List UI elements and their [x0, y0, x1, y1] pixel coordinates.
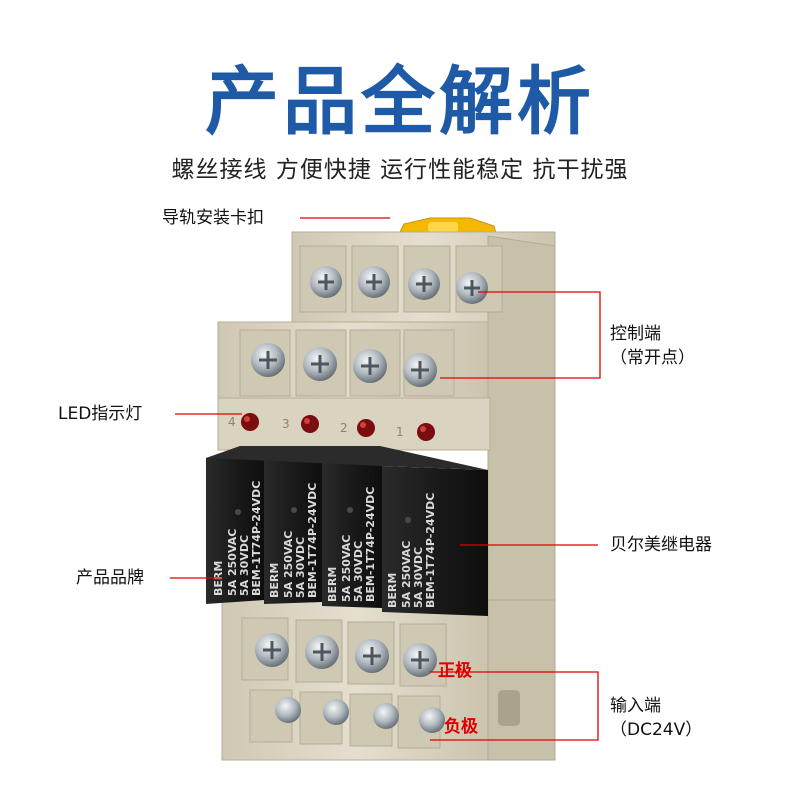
relay-print-line1: 5A 250VAC [340, 535, 353, 602]
channel-numbers: 4 3 2 1 [228, 415, 404, 439]
relay-print-brand: BERM [268, 563, 281, 598]
callout-lines [170, 217, 601, 741]
relays [206, 446, 488, 616]
relay-print-brand: BERM [326, 567, 339, 602]
relay-print-2: BERM 5A 250VAC 5A 30VDC BEM-1T74P-24VDC [268, 483, 319, 598]
upper-back-terminals [299, 245, 503, 313]
label-control-terminal-sub: （常开点） [610, 348, 695, 368]
relay-print-line2: 5A 30VDC [238, 535, 251, 596]
relay-print-brand: BERM [386, 573, 399, 608]
relay-print-line2: 5A 30VDC [294, 537, 307, 598]
upper-front-terminals [239, 329, 455, 397]
relay-print-line1: 5A 250VAC [226, 529, 239, 596]
relay-print-model: BEM-1T74P-24VDC [424, 493, 437, 608]
relay-print-model: BEM-1T74P-24VDC [364, 487, 377, 602]
label-led: LED指示灯 [58, 404, 143, 424]
relay-print-model: BEM-1T74P-24VDC [250, 481, 263, 596]
label-rail-clip: 导轨安装卡扣 [162, 208, 264, 228]
label-input-terminal-sub: （DC24V） [610, 720, 703, 740]
relay-print-model: BEM-1T74P-24VDC [306, 483, 319, 598]
label-brand: 产品品牌 [76, 568, 144, 588]
led-indicators [241, 413, 435, 441]
relay-print-3: BERM 5A 250VAC 5A 30VDC BEM-1T74P-24VDC [326, 487, 377, 602]
relay-print-1: BERM 5A 250VAC 5A 30VDC BEM-1T74P-24VDC [212, 481, 263, 596]
relay-print-line2: 5A 30VDC [412, 547, 425, 608]
lower-terminals [241, 617, 447, 749]
label-control-terminal: 控制端 [610, 324, 661, 344]
relay-print-line1: 5A 250VAC [282, 531, 295, 598]
relay-print-line1: 5A 250VAC [400, 541, 413, 608]
channel-number-3: 3 [282, 417, 290, 431]
relay-print-4: BERM 5A 250VAC 5A 30VDC BEM-1T74P-24VDC [386, 493, 437, 608]
label-negative: 负极 [444, 717, 478, 737]
relay-print-line2: 5A 30VDC [352, 541, 365, 602]
channel-number-4: 4 [228, 415, 236, 429]
led-strip [217, 397, 491, 451]
label-positive: 正极 [438, 661, 472, 681]
label-input-terminal: 输入端 [610, 696, 661, 716]
page-title: 产品全解析 [205, 59, 595, 145]
channel-number-1: 1 [396, 425, 404, 439]
page-subtitle: 螺丝接线 方便快捷 运行性能稳定 抗干扰强 [171, 157, 629, 183]
channel-number-2: 2 [340, 421, 348, 435]
label-relay: 贝尔美继电器 [610, 535, 712, 555]
